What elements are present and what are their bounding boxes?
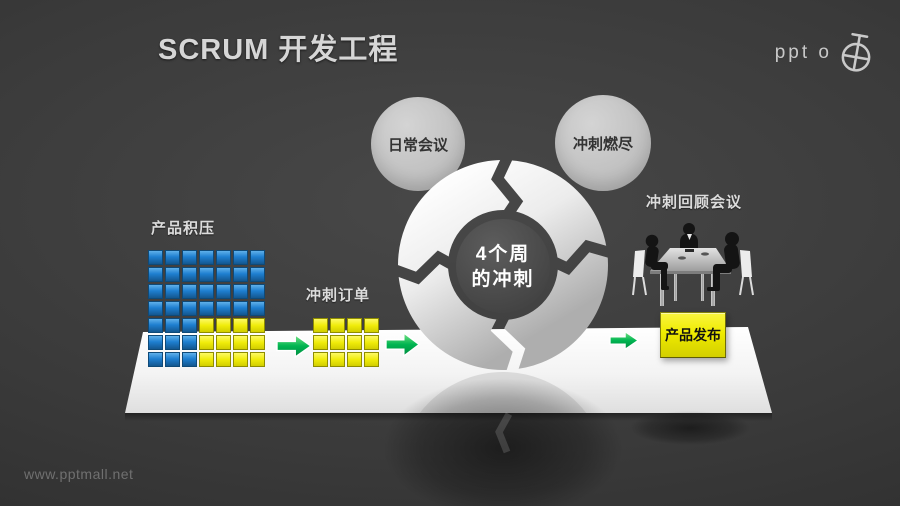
task-cell-yellow xyxy=(233,352,248,367)
sprint-backlog-label: 冲刺订单 xyxy=(306,287,371,304)
task-cell-blue xyxy=(216,250,231,265)
task-cell-blue xyxy=(165,284,180,299)
task-cell-yellow xyxy=(216,352,231,367)
task-cell-blue xyxy=(182,335,197,350)
pocket-watch-icon xyxy=(841,32,871,72)
brand-logo: ppt o xyxy=(775,32,874,74)
task-cell-yellow xyxy=(330,318,345,333)
task-cell-blue xyxy=(250,250,265,265)
task-cell-blue xyxy=(165,267,180,282)
task-cell-yellow xyxy=(250,335,265,350)
task-cell-yellow xyxy=(347,335,362,350)
daily-meeting-label: 日常会议 xyxy=(387,136,448,154)
task-cell-blue xyxy=(216,301,231,316)
chair-right xyxy=(739,250,754,296)
task-cell-blue xyxy=(148,335,163,350)
task-cell-yellow xyxy=(364,352,379,367)
person-left xyxy=(645,234,669,290)
product-backlog-label: 产品积压 xyxy=(151,220,216,237)
task-cell-yellow xyxy=(233,318,248,333)
watermark: www.pptmall.net xyxy=(24,466,134,482)
task-cell-blue xyxy=(148,284,163,299)
person-right xyxy=(707,232,740,291)
task-cell-yellow xyxy=(347,352,362,367)
task-cell-blue xyxy=(233,250,248,265)
task-cell-blue xyxy=(250,267,265,282)
task-cell-blue xyxy=(148,301,163,316)
task-cell-blue xyxy=(165,335,180,350)
task-cell-blue xyxy=(233,284,248,299)
release-box: 产品发布 xyxy=(660,312,726,358)
task-cell-blue xyxy=(233,267,248,282)
chair-left xyxy=(632,250,647,296)
task-cell-yellow xyxy=(364,318,379,333)
task-cell-yellow xyxy=(347,318,362,333)
retrospective-label: 冲刺回顾会议 xyxy=(646,194,743,211)
task-cell-blue xyxy=(199,284,214,299)
person-center xyxy=(680,223,698,250)
ring-reflection-dark xyxy=(383,378,623,506)
sprint-backlog-grid xyxy=(313,318,379,367)
task-cell-blue xyxy=(148,318,163,333)
task-cell-blue xyxy=(148,267,163,282)
task-cell-yellow xyxy=(216,318,231,333)
cycle-ring-segments xyxy=(398,160,608,370)
task-cell-yellow xyxy=(330,335,345,350)
task-cell-yellow xyxy=(216,335,231,350)
slide-title: SCRUM 开发工程 xyxy=(158,34,399,66)
ring-center-text: 4个周 的冲刺 xyxy=(443,242,563,292)
ring-text-line2: 的冲刺 xyxy=(471,269,535,290)
task-cell-blue xyxy=(216,267,231,282)
product-backlog-grid xyxy=(148,250,265,367)
task-cell-blue xyxy=(182,352,197,367)
crack-reflection xyxy=(495,412,513,454)
task-cell-yellow xyxy=(313,335,328,350)
task-cell-yellow xyxy=(364,335,379,350)
task-cell-blue xyxy=(250,301,265,316)
task-cell-blue xyxy=(182,318,197,333)
task-cell-blue xyxy=(182,267,197,282)
meeting-table-scene xyxy=(632,223,754,306)
task-cell-blue xyxy=(165,250,180,265)
task-cell-blue xyxy=(233,301,248,316)
task-cell-blue xyxy=(182,284,197,299)
sprint-burndown-label: 冲刺燃尽 xyxy=(572,135,633,153)
task-cell-yellow xyxy=(313,352,328,367)
task-cell-blue xyxy=(182,301,197,316)
task-cell-blue xyxy=(182,250,197,265)
task-cell-yellow xyxy=(199,352,214,367)
release-label: 产品发布 xyxy=(665,327,721,343)
ring-text-line1: 4个周 xyxy=(475,244,531,265)
task-cell-yellow xyxy=(330,352,345,367)
task-cell-blue xyxy=(199,250,214,265)
task-cell-blue xyxy=(165,318,180,333)
task-cell-blue xyxy=(148,250,163,265)
task-cell-blue xyxy=(148,352,163,367)
sprint-burndown-bubble: 冲刺燃尽 xyxy=(555,95,651,191)
task-cell-blue xyxy=(165,352,180,367)
task-cell-yellow xyxy=(250,318,265,333)
task-cell-yellow xyxy=(250,352,265,367)
task-cell-blue xyxy=(250,284,265,299)
brand-logo-text: ppt o xyxy=(774,42,832,63)
task-cell-yellow xyxy=(313,318,328,333)
task-cell-yellow xyxy=(199,335,214,350)
task-cell-blue xyxy=(216,284,231,299)
task-cell-blue xyxy=(165,301,180,316)
table-reflection xyxy=(630,411,750,445)
task-cell-blue xyxy=(199,301,214,316)
task-cell-blue xyxy=(199,267,214,282)
task-cell-yellow xyxy=(199,318,214,333)
ring-center-circle xyxy=(456,219,550,313)
task-cell-yellow xyxy=(233,335,248,350)
